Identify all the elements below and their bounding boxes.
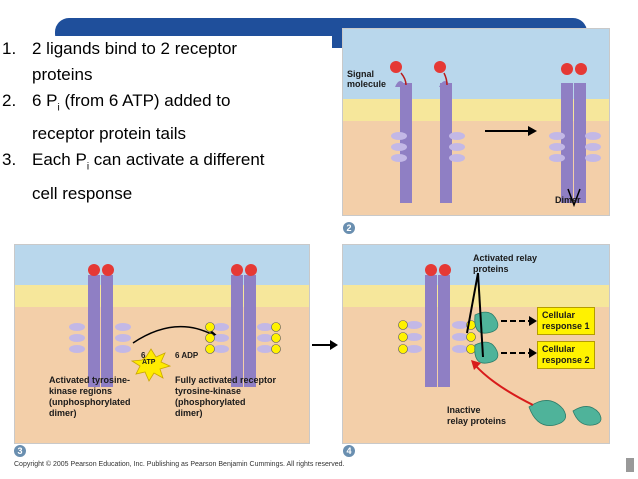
step-1: 1. 2 ligands bind to 2 receptor proteins bbox=[2, 36, 332, 88]
step-3: 3. Each Pi can activate a different cell… bbox=[2, 147, 332, 206]
active-kinase-line1: Fully activated receptor bbox=[175, 375, 277, 385]
active-kinase-line2: tyrosine-kinase bbox=[175, 386, 242, 396]
inactive-kinase-line2: kinase regions bbox=[49, 386, 113, 396]
panel-receptor-binding: Signal molecule Dimer bbox=[342, 28, 610, 216]
panel-phosphorylation-illustration bbox=[15, 245, 309, 443]
step-2-line1: 6 Pi (from 6 ATP) added to bbox=[32, 88, 332, 121]
panel-phosphorylation: 6 ATP 6 ADP Activated tyrosine- kinase r… bbox=[14, 244, 310, 444]
receptor-left-2 bbox=[434, 61, 452, 203]
step-2-line1a: 6 P bbox=[32, 91, 58, 110]
inactive-relay-label: Inactive relay proteins bbox=[447, 405, 506, 427]
signal-label-line1: Signal bbox=[347, 69, 375, 79]
panel-transition-arrow bbox=[312, 340, 338, 350]
panel-number-4: 4 bbox=[343, 445, 355, 457]
step-3-line1b: can activate a different bbox=[89, 150, 265, 170]
step-1-line2: proteins bbox=[32, 65, 93, 84]
step-3-text: Each Pi can activate a different cell re… bbox=[32, 147, 332, 206]
atp-label: ATP bbox=[142, 359, 156, 366]
inactive-kinase-label: Activated tyrosine- kinase regions (unph… bbox=[49, 375, 131, 419]
signal-molecule-label: Signal molecule bbox=[347, 69, 386, 89]
step-3-line2: cell response bbox=[32, 183, 133, 203]
cellular-response-2: Cellular response 2 bbox=[537, 341, 595, 369]
panel-cell-response: Activated relay proteins Cellular respon… bbox=[342, 244, 610, 444]
activated-relay-line1: Activated relay bbox=[473, 253, 538, 263]
panel-receptor-binding-illustration bbox=[343, 29, 609, 215]
dimer bbox=[549, 63, 601, 208]
inactive-kinase-line4: dimer) bbox=[49, 408, 77, 418]
steps-list: 1. 2 ligands bind to 2 receptor proteins… bbox=[2, 36, 332, 207]
copyright-notice: Copyright © 2005 Pearson Education, Inc.… bbox=[14, 461, 345, 468]
step-3-line1: Each Pi can activate a different bbox=[32, 147, 332, 180]
inactive-kinase-line1: Activated tyrosine- bbox=[49, 375, 131, 385]
step-1-number: 1. bbox=[2, 39, 17, 58]
response2-line2: response 2 bbox=[542, 355, 590, 365]
step-2-number: 2. bbox=[2, 91, 17, 110]
atp-burst bbox=[130, 348, 172, 382]
step-2: 2. 6 Pi (from 6 ATP) added to receptor p… bbox=[2, 88, 332, 147]
response2-line1: Cellular bbox=[542, 344, 576, 354]
inactive-relay-line1: Inactive bbox=[447, 405, 481, 415]
response1-line1: Cellular bbox=[542, 310, 576, 320]
inactive-kinase-line3: (unphosphorylated bbox=[49, 397, 131, 407]
active-kinase-line4: dimer) bbox=[175, 408, 203, 418]
step-2-line2: receptor protein tails bbox=[32, 124, 187, 144]
cellular-response-1: Cellular response 1 bbox=[537, 307, 595, 335]
six-atp-count: 6 bbox=[141, 351, 146, 360]
panel-number-2: 2 bbox=[343, 222, 355, 234]
step-3-number: 3. bbox=[2, 150, 17, 170]
active-kinase-line3: (phosphorylated bbox=[175, 397, 246, 407]
signal-label-line2: molecule bbox=[347, 79, 387, 89]
step-2-text: 6 Pi (from 6 ATP) added to receptor prot… bbox=[32, 88, 332, 147]
dimer-label: Dimer bbox=[555, 195, 581, 205]
response1-line2: response 1 bbox=[542, 321, 590, 331]
step-3-sub: i bbox=[86, 161, 90, 173]
slide-scroll-indicator bbox=[626, 458, 634, 472]
step-2-sub: i bbox=[57, 102, 60, 114]
active-kinase-label: Fully activated receptor tyrosine-kinase… bbox=[175, 375, 276, 419]
relay-protein-bound-2 bbox=[474, 341, 499, 364]
step-1-text: 2 ligands bind to 2 receptor proteins bbox=[32, 36, 332, 88]
dimer-unphosphorylated bbox=[69, 264, 131, 387]
activated-relay-line2: proteins bbox=[473, 264, 509, 274]
step-3-line1a: Each P bbox=[32, 150, 87, 170]
dimer-phosphorylated bbox=[205, 264, 281, 387]
step-1-line1: 2 ligands bind to 2 receptor bbox=[32, 39, 238, 58]
receptor-left-1 bbox=[390, 61, 412, 203]
inactive-relay-line2: relay proteins bbox=[447, 416, 507, 426]
step-2-line1b: (from 6 ATP) added to bbox=[59, 91, 231, 110]
panel-number-3: 3 bbox=[14, 445, 26, 457]
activated-relay-label: Activated relay proteins bbox=[473, 253, 537, 275]
relay-protein-inactive-2 bbox=[572, 406, 602, 426]
relay-protein-inactive-1 bbox=[528, 400, 567, 426]
panel-cell-response-illustration bbox=[343, 245, 609, 443]
adp-label: 6 ADP bbox=[175, 351, 199, 360]
